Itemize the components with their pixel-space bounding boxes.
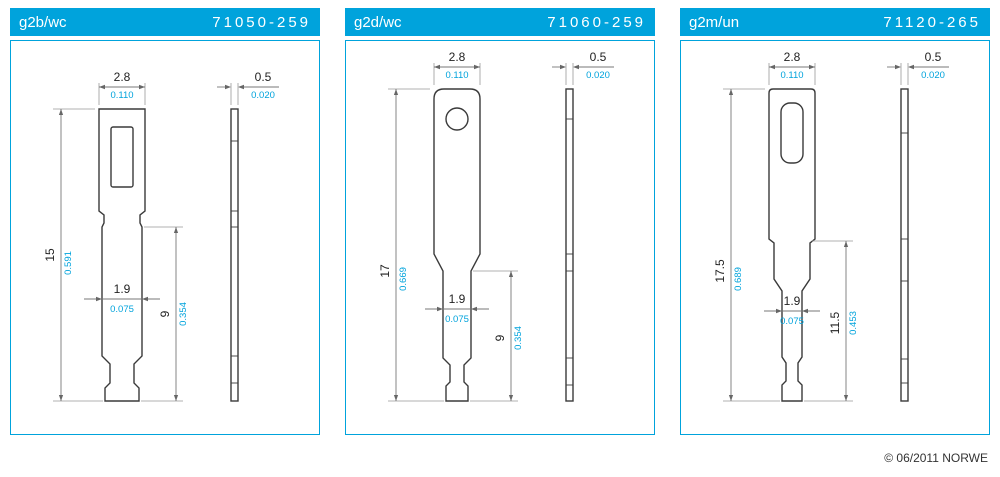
dim-height-mm: 17.5 [713, 259, 727, 283]
panel-body: 2.8 0.110 17 0.669 1.9 0.075 [345, 40, 655, 435]
side-view [230, 108, 239, 402]
dim-stem-in: 0.075 [445, 314, 469, 325]
terminal-hole [780, 102, 804, 164]
dim-width: 2.8 0.110 [768, 50, 816, 85]
dim-thickness-in: 0.020 [251, 90, 275, 101]
dim-lower-mm: 11.5 [828, 311, 842, 334]
part-name: g2d/wc [354, 13, 402, 31]
side-profile [230, 108, 239, 402]
dim-stem-in: 0.075 [780, 316, 804, 327]
dim-lower-height: 11.5 0.453 [804, 240, 859, 402]
dim-width: 2.8 0.110 [98, 70, 146, 105]
dim-height-in: 0.669 [398, 267, 409, 291]
dim-height: 15 0.591 [43, 108, 103, 402]
technical-drawing: 2.8 0.110 17.5 0.689 1.9 0.075 [713, 50, 949, 402]
side-view [900, 88, 909, 402]
panel-g2m-un: g2m/un 71120-265 2.8 [680, 8, 990, 435]
side-profile [565, 88, 574, 402]
dim-width-in: 0.110 [780, 70, 803, 81]
panel-g2d-wc: g2d/wc 71060-259 2.8 [345, 8, 655, 435]
dim-thickness-mm: 0.5 [255, 70, 272, 84]
panel-header: g2d/wc 71060-259 [345, 8, 655, 36]
panel-header: g2b/wc 71050-259 [10, 8, 320, 36]
dim-stem-in: 0.075 [110, 304, 134, 315]
copyright-notice: © 06/2011 NORWE [884, 451, 988, 465]
dim-stem-width: 1.9 0.075 [425, 292, 489, 325]
dim-thickness-in: 0.020 [586, 70, 610, 81]
side-profile [900, 88, 909, 402]
dim-width-mm: 2.8 [784, 50, 801, 64]
dim-thickness-in: 0.020 [921, 70, 945, 81]
dim-stem-width: 1.9 0.075 [764, 294, 820, 327]
part-name: g2b/wc [19, 13, 67, 31]
part-number: 71120-265 [883, 13, 981, 31]
dim-thickness-mm: 0.5 [590, 50, 607, 64]
dim-width: 2.8 0.110 [433, 50, 481, 85]
part-name: g2m/un [689, 13, 740, 31]
dim-width-in: 0.110 [110, 90, 133, 101]
dim-width-in: 0.110 [445, 70, 468, 81]
dim-width-mm: 2.8 [114, 70, 131, 84]
dim-height-mm: 15 [43, 248, 57, 262]
part-number: 71050-259 [212, 13, 311, 31]
dim-lower-in: 0.354 [513, 326, 524, 350]
dim-height: 17.5 0.689 [713, 88, 780, 402]
dim-height: 17 0.669 [378, 88, 444, 402]
dim-thickness: 0.5 0.020 [887, 50, 949, 85]
dim-thickness-mm: 0.5 [925, 50, 942, 64]
dim-thickness: 0.5 0.020 [552, 50, 614, 85]
front-view [433, 88, 481, 402]
dim-lower-mm: 9 [493, 334, 507, 341]
panel-header: g2m/un 71120-265 [680, 8, 990, 36]
dim-stem-mm: 1.9 [114, 282, 131, 296]
dim-width-mm: 2.8 [449, 50, 466, 64]
dim-stem-mm: 1.9 [449, 292, 466, 306]
technical-drawing: 2.8 0.110 17 0.669 1.9 0.075 [378, 50, 614, 402]
dim-height-in: 0.591 [63, 251, 74, 275]
front-view [98, 108, 146, 402]
terminal-hole [445, 107, 469, 131]
technical-drawing: 2.8 0.110 15 0.591 1.9 0.075 [43, 70, 279, 402]
panel-body: 2.8 0.110 15 0.591 1.9 0.075 [10, 40, 320, 435]
front-view [768, 88, 816, 402]
dim-lower-height: 9 0.354 [470, 270, 524, 402]
panel-g2b-wc: g2b/wc 71050-259 2.8 [10, 8, 320, 435]
part-number: 71060-259 [547, 13, 646, 31]
dim-stem-width: 1.9 0.075 [84, 282, 160, 315]
terminal-outline [768, 88, 816, 402]
terminal-hole [110, 126, 134, 188]
terminal-outline [433, 88, 481, 402]
dim-lower-in: 0.453 [848, 311, 859, 335]
panel-body: 2.8 0.110 17.5 0.689 1.9 0.075 [680, 40, 990, 435]
dim-thickness: 0.5 0.020 [217, 70, 279, 105]
dim-lower-mm: 9 [158, 310, 172, 317]
dim-height-in: 0.689 [733, 267, 744, 291]
dim-height-mm: 17 [378, 264, 392, 278]
dim-lower-height: 9 0.354 [141, 226, 189, 402]
side-view [565, 88, 574, 402]
dim-stem-mm: 1.9 [784, 294, 801, 308]
dim-lower-in: 0.354 [178, 302, 189, 326]
